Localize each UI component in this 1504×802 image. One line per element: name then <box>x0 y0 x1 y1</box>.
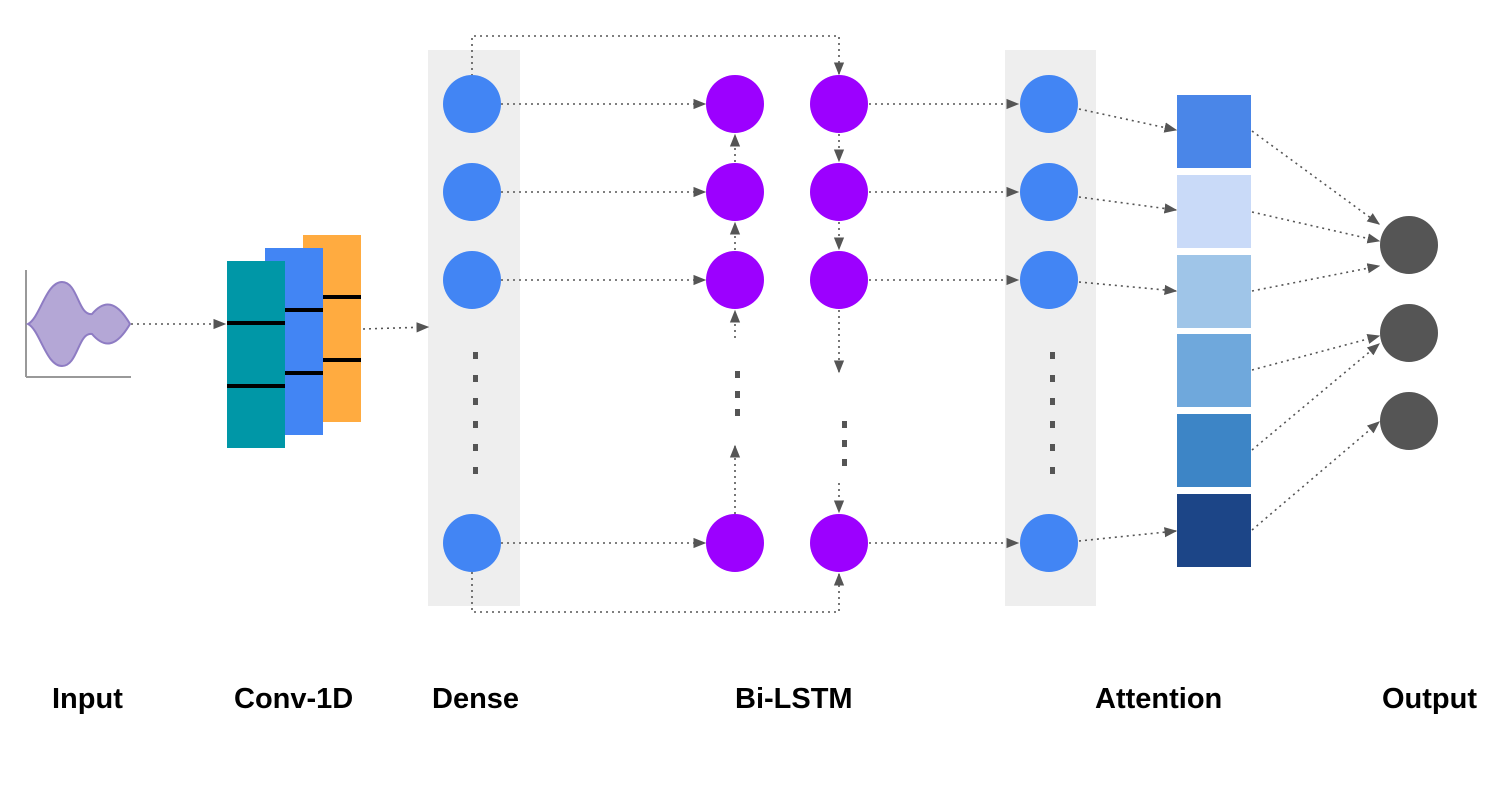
dense-node <box>443 251 501 309</box>
bilstm-label: Bi-LSTM <box>735 683 853 715</box>
lstm-forward-nodes <box>706 75 764 572</box>
connector-lines <box>131 35 1381 613</box>
conv1d-label: Conv-1D <box>234 683 354 715</box>
lstm-forward-node <box>706 163 764 221</box>
attention-cell <box>1177 255 1251 328</box>
output-node <box>1380 304 1438 362</box>
output-nodes <box>1380 216 1438 450</box>
dense-node <box>443 75 501 133</box>
attention-cell <box>1177 175 1251 248</box>
lstm-backward-nodes <box>810 75 868 572</box>
dense-node <box>443 514 501 572</box>
attention-cells <box>1177 95 1251 567</box>
conv1d-feature-maps <box>227 235 361 448</box>
lstm-forward-node <box>706 514 764 572</box>
ellipsis-dots <box>473 352 1055 474</box>
attention-cell <box>1177 414 1251 487</box>
attention-input-nodes <box>1020 75 1078 572</box>
lstm-forward-node <box>706 75 764 133</box>
lstm-backward-node <box>810 75 868 133</box>
dense-node <box>443 163 501 221</box>
dense-layer-panel <box>428 50 520 606</box>
output-node <box>1380 392 1438 450</box>
dense-label: Dense <box>432 683 520 715</box>
attention-cell <box>1177 95 1251 168</box>
input-signal-icon <box>25 270 132 378</box>
attention-input-panel <box>1005 50 1096 606</box>
attention-input-node <box>1020 514 1078 572</box>
lstm-backward-node <box>810 514 868 572</box>
input-label: Input <box>52 683 123 715</box>
attention-input-node <box>1020 163 1078 221</box>
attention-cell <box>1177 334 1251 407</box>
attention-input-node <box>1020 251 1078 309</box>
output-label: Output <box>1382 683 1478 715</box>
attention-input-node <box>1020 75 1078 133</box>
conv-map-teal <box>227 261 285 448</box>
lstm-backward-node <box>810 251 868 309</box>
lstm-forward-node <box>706 251 764 309</box>
attention-cell <box>1177 494 1251 567</box>
dense-nodes <box>443 75 501 572</box>
output-node <box>1380 216 1438 274</box>
attention-label: Attention <box>1095 683 1223 715</box>
lstm-backward-node <box>810 163 868 221</box>
